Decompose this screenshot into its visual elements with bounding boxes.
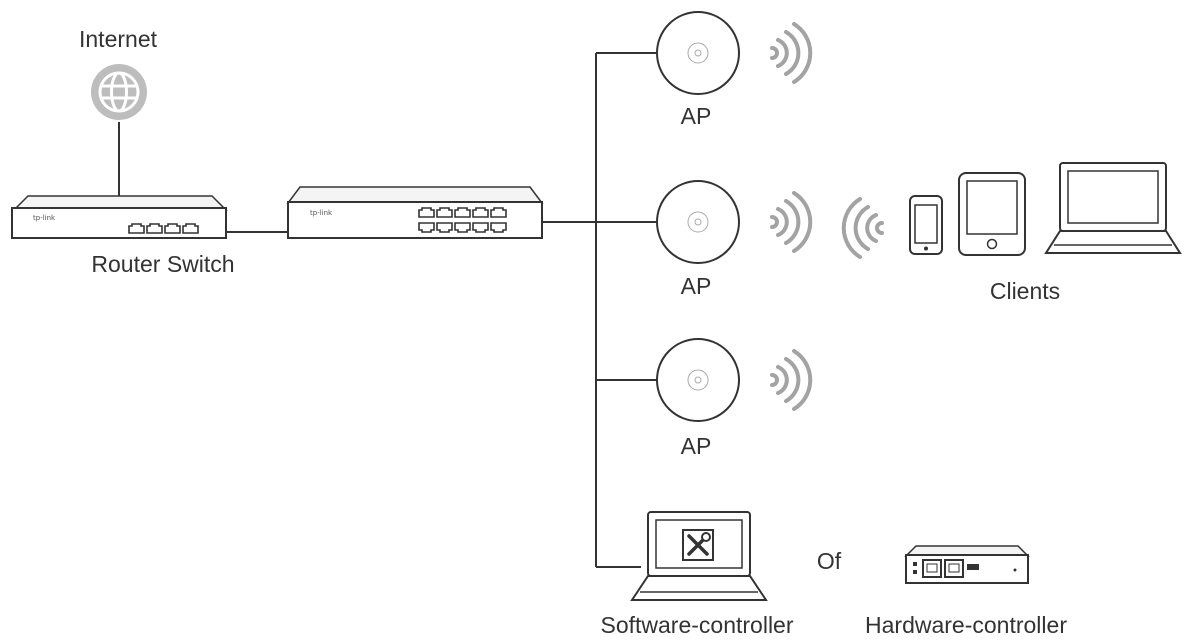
tablet-icon [958,172,1026,256]
wifi-signal-icon-3 [770,349,813,411]
switch-brand-logo: tp-link [310,209,333,217]
ap-label-2: AP [681,273,712,299]
router-switch-label: Router Switch [91,251,234,277]
tools-icon [682,529,714,561]
ap-label-3: AP [681,433,712,459]
or-label: Of [817,548,842,574]
wifi-signal-icon-2 [770,191,813,253]
router-brand-logo: tp-link [33,214,56,222]
client-wifi-signal-icon [841,197,884,259]
wifi-signal-icon-1 [770,22,813,84]
laptop-icon [1044,162,1182,254]
hardware-controller-label: Hardware-controller [865,612,1067,638]
hardware-controller-icon [904,545,1030,584]
internet-label: Internet [79,26,158,52]
router-switch-icon [11,195,228,239]
clients-label: Clients [990,278,1060,304]
network-switch-icon [286,186,544,239]
access-point-icon-2 [656,180,740,264]
connection-lines [118,52,656,568]
access-point-icon-1 [656,11,740,95]
software-controller-label: Software-controller [600,612,793,638]
ap-label-1: AP [681,103,712,129]
smartphone-icon [909,195,943,255]
globe-icon [91,64,147,120]
access-point-icon-3 [656,338,740,422]
